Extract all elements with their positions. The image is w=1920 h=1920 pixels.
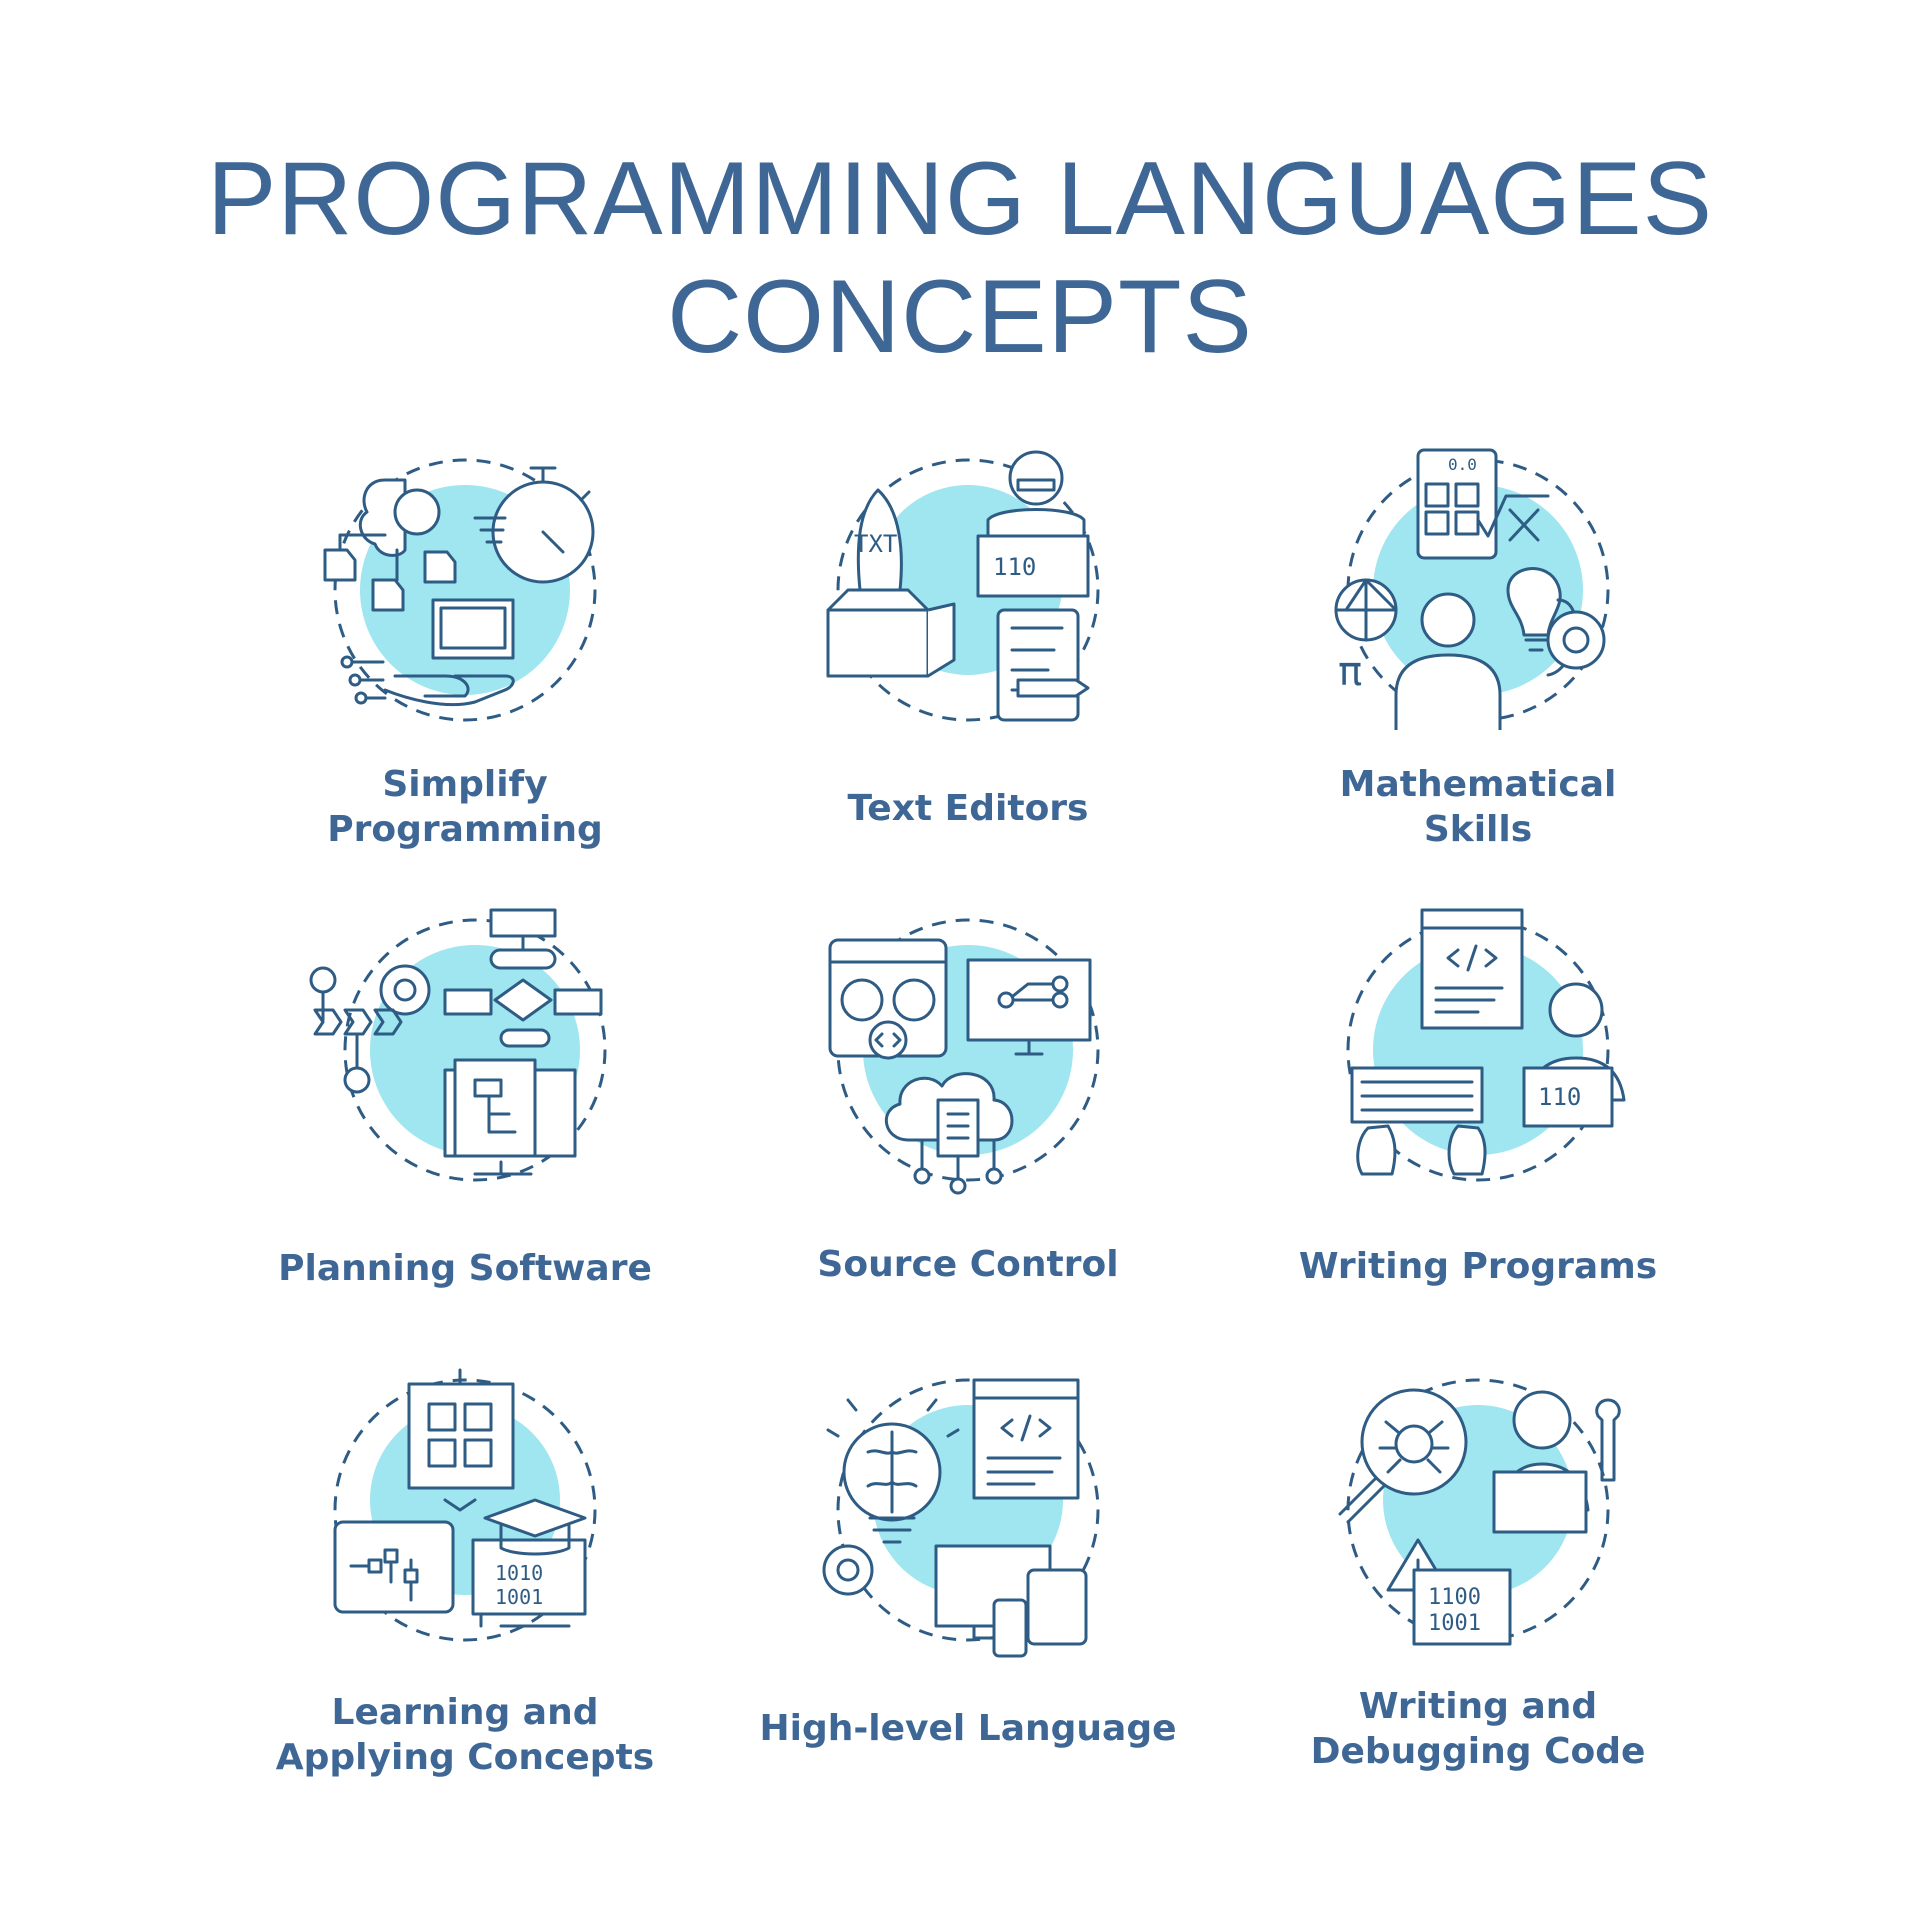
text-editors-icon: TXT 110 <box>808 440 1128 760</box>
concept-label-line: Source Control <box>817 1244 1119 1285</box>
concept-label: High-level Language <box>708 1706 1228 1751</box>
calc-display-label: 0.0 <box>1448 455 1477 474</box>
concept-label-line: Planning Software <box>278 1248 652 1289</box>
concept-label-line: Writing Programs <box>1298 1246 1658 1287</box>
binary-1010-label: 1010 <box>495 1561 543 1585</box>
binary-1001-label: 1001 <box>1428 1611 1481 1636</box>
high-level-language-icon <box>808 1360 1128 1680</box>
concept-label: Simplify Programming <box>205 762 725 852</box>
source-control-icon <box>808 900 1128 1220</box>
page-title-line-2: CONCEPTS <box>667 259 1253 375</box>
writing-debugging-code-icon: 1100 1001 <box>1318 1360 1638 1680</box>
simplify-programming-icon <box>305 440 625 760</box>
concept-label-line: Programming <box>327 809 603 850</box>
concept-label: Learning and Applying Concepts <box>205 1690 725 1780</box>
txt-label: TXT <box>854 530 897 558</box>
concept-label: Planning Software <box>205 1246 725 1291</box>
planning-software-icon <box>305 900 625 1220</box>
mathematical-skills-icon: 0.0 π <box>1318 440 1638 760</box>
concept-label: Writing and Debugging Code <box>1218 1684 1738 1774</box>
concept-label-line: Debugging Code <box>1310 1731 1646 1772</box>
page-title-line-1: PROGRAMMING LANGUAGES <box>206 141 1714 257</box>
concept-label-line: Writing and <box>1358 1686 1598 1727</box>
concept-label-line: Applying Concepts <box>275 1737 655 1778</box>
learning-applying-concepts-icon: 1010 1001 <box>305 1360 625 1680</box>
page-title: PROGRAMMING LANGUAGES CONCEPTS <box>0 140 1920 376</box>
binary-110-label: 110 <box>993 553 1036 581</box>
concept-label-line: Skills <box>1423 809 1533 850</box>
binary-1001-label: 1001 <box>495 1585 543 1609</box>
binary-110-label: 110 <box>1538 1083 1581 1111</box>
concept-label-line: Mathematical <box>1339 764 1617 805</box>
concept-label-line: High-level Language <box>759 1708 1177 1749</box>
concept-label-line: Text Editors <box>847 788 1089 829</box>
concept-label: Text Editors <box>708 786 1228 831</box>
concept-label: Mathematical Skills <box>1218 762 1738 852</box>
pi-label: π <box>1338 649 1362 695</box>
concept-label-line: Simplify <box>382 764 548 805</box>
concept-label: Writing Programs <box>1218 1244 1738 1289</box>
writing-programs-icon: 110 <box>1318 900 1638 1220</box>
concept-label: Source Control <box>708 1242 1228 1287</box>
concept-label-line: Learning and <box>331 1692 599 1733</box>
binary-1100-label: 1100 <box>1428 1585 1481 1610</box>
